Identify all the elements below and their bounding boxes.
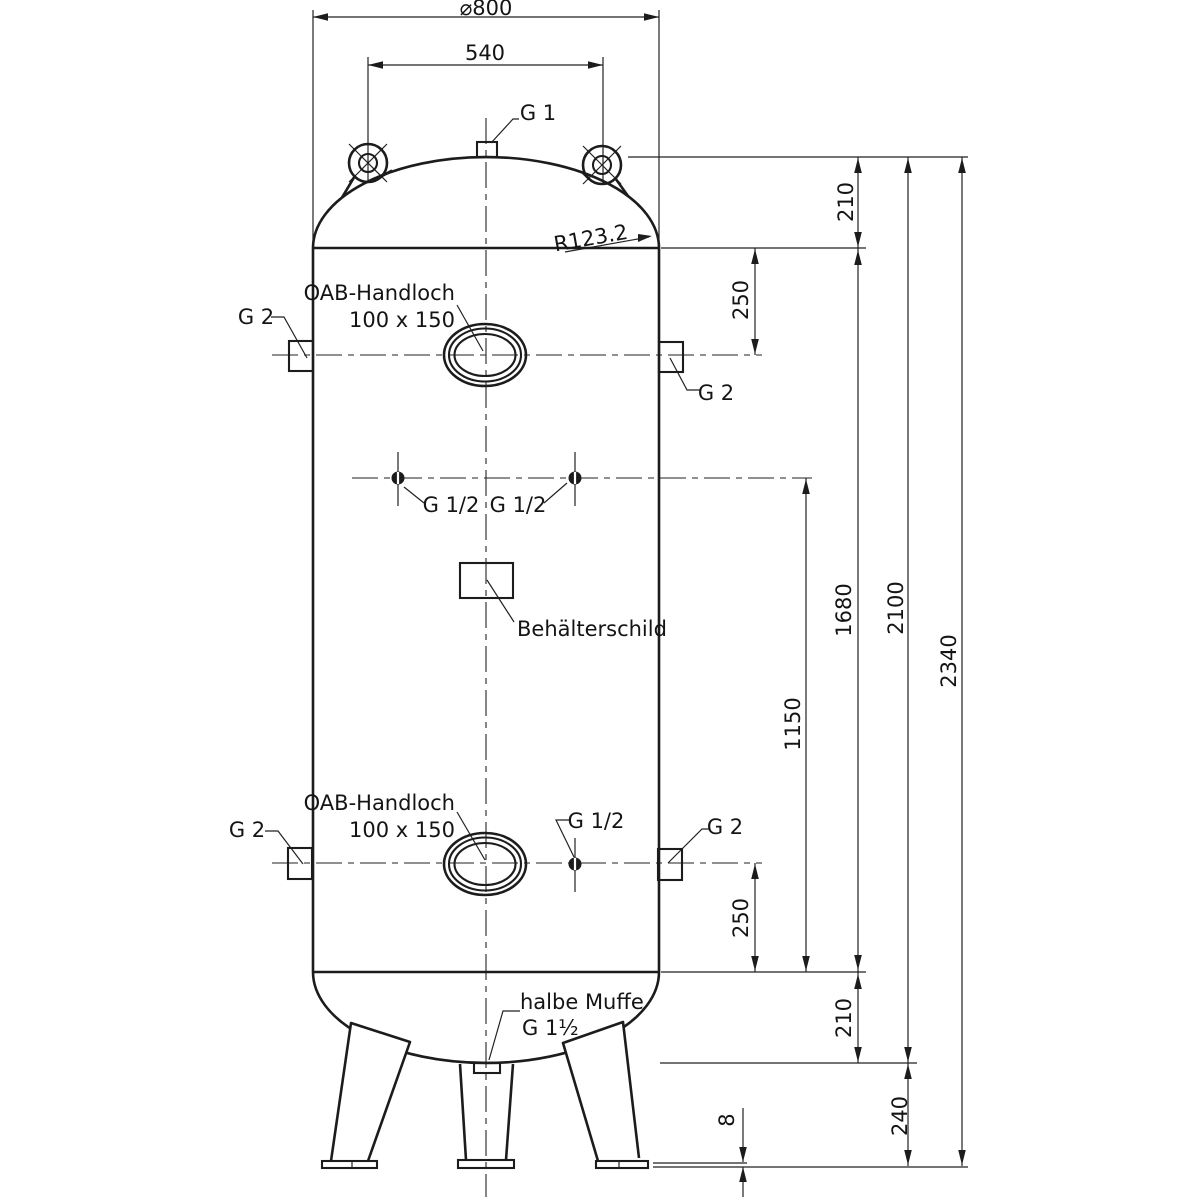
dim-250-top: 250 <box>729 280 753 320</box>
label-g12-left: G 1/2 <box>423 493 480 517</box>
left-lug <box>347 142 389 184</box>
dim-ground-clearance: 240 <box>888 1096 912 1136</box>
label-g12-right: G 1/2 <box>490 493 547 517</box>
extension-lines <box>312 10 968 1168</box>
dim-crown-radius: R123.2 <box>552 220 630 257</box>
lower-handhole <box>442 831 528 897</box>
left-lug-hole <box>357 152 379 174</box>
center-foot-plate <box>456 1158 516 1170</box>
dim-250-bottom: 250 <box>729 898 753 938</box>
g2-nozzle-lower-left <box>286 846 314 881</box>
label-handhole-upper-2: 100 x 150 <box>349 308 455 332</box>
dim-tangent-height: 2100 <box>884 581 908 634</box>
dimension-lines <box>313 16 963 1197</box>
dimension-texts: ⌀800 540 210 250 1680 2100 2340 1150 250… <box>460 0 961 1136</box>
left-foot-plate <box>320 1159 379 1170</box>
center-leg <box>458 1063 468 1161</box>
label-g2-upper-left: G 2 <box>238 305 274 329</box>
g2-nozzle-lower-right <box>656 847 684 882</box>
right-leg <box>561 1020 641 1162</box>
nameplate-rect <box>458 561 515 600</box>
label-muffe-1: halbe Muffe <box>520 990 644 1014</box>
label-handhole-lower-1: OAB-Handloch <box>304 791 455 815</box>
left-leg <box>329 1021 412 1162</box>
label-nameplate: Behälterschild <box>517 617 667 641</box>
lifting-lugs <box>340 142 630 199</box>
leader-lines <box>265 118 709 1061</box>
dim-foot-plate: 8 <box>715 1113 739 1126</box>
upper-handhole <box>442 322 528 388</box>
g1-nozzle <box>475 140 499 159</box>
label-texts: G 1 OAB-Handloch 100 x 150 G 2 G 2 G 1/2… <box>229 101 743 1040</box>
g2-nozzle-upper-left <box>287 339 315 373</box>
label-muffe-2: G 1½ <box>522 1016 579 1040</box>
g2-nozzle-upper-right <box>657 340 685 374</box>
label-g2-upper-right: G 2 <box>698 381 734 405</box>
label-g1: G 1 <box>520 101 556 125</box>
dim-lug-spacing: 540 <box>465 41 505 65</box>
legs <box>320 1020 650 1170</box>
dim-diameter: ⌀800 <box>460 0 513 20</box>
label-handhole-upper-1: OAB-Handloch <box>304 281 455 305</box>
right-lug-hole <box>591 154 613 176</box>
label-g2-lower-left: G 2 <box>229 818 265 842</box>
dim-total-height: 2340 <box>937 634 961 687</box>
right-foot-plate <box>594 1159 650 1170</box>
dim-head-bottom: 210 <box>832 998 856 1038</box>
label-handhole-lower-2: 100 x 150 <box>349 818 455 842</box>
label-g2-lower-right: G 2 <box>707 815 743 839</box>
nozzles <box>286 140 685 1075</box>
muffe-port <box>472 1061 502 1075</box>
dim-head-top: 210 <box>834 182 858 222</box>
label-g12-lower: G 1/2 <box>568 809 625 833</box>
dim-1150: 1150 <box>781 697 805 750</box>
handholes <box>442 322 528 897</box>
right-lug <box>581 144 623 186</box>
dim-shell-length: 1680 <box>832 583 856 636</box>
